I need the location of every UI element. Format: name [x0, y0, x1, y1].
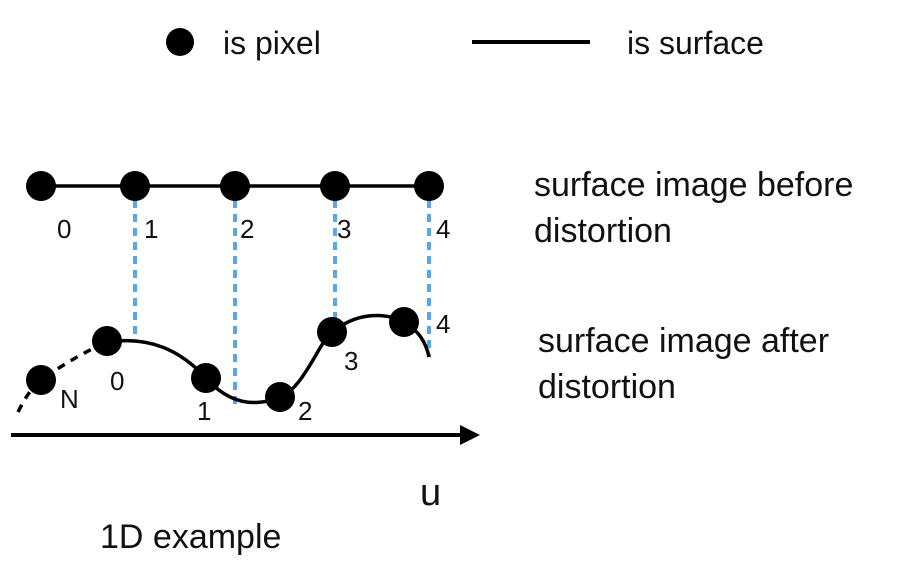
pixel-index-label: 0: [57, 214, 71, 244]
surface-after: N 0 1 2 3 4: [16, 307, 450, 426]
pixel-dot: [92, 326, 122, 356]
projection-lines: [133, 200, 431, 405]
pixel-index-label: 4: [436, 309, 450, 339]
surface-before: 0 1 2 3 4: [26, 171, 450, 244]
pixel-index-label: 4: [436, 214, 450, 244]
pixel-dot: [191, 363, 221, 393]
u-axis: u: [11, 425, 480, 514]
axis-label: u: [420, 472, 441, 514]
pixel-dot: [389, 307, 419, 337]
after-description-line2: distortion: [538, 368, 676, 406]
legend-surface-label: is surface: [627, 25, 764, 61]
before-description-line2: distortion: [534, 212, 672, 250]
after-description-line1: surface image after: [538, 322, 829, 360]
pixel-dot: [265, 382, 295, 412]
caption: 1D example: [100, 518, 281, 556]
pixel-index-label: 3: [344, 346, 358, 376]
pixel-index-label: 1: [144, 214, 158, 244]
surface-curve-dashed: [16, 340, 108, 413]
before-description-line1: surface image before: [534, 166, 853, 204]
pixel-dot: [120, 171, 150, 201]
legend: is pixel is surface: [166, 25, 764, 61]
pixel-dot: [317, 317, 347, 347]
legend-pixel-label: is pixel: [223, 25, 321, 61]
pixel-index-label: 2: [298, 396, 312, 426]
pixel-dot: [26, 171, 56, 201]
pixel-index-label: 1: [197, 396, 211, 426]
pixel-dot: [320, 171, 350, 201]
pixel-index-label: 2: [240, 214, 254, 244]
pixel-dot: [26, 365, 56, 395]
legend-pixel-icon: [166, 28, 194, 56]
pixel-dot: [220, 171, 250, 201]
pixel-index-label: 0: [110, 366, 124, 396]
descriptions: surface image before distortion surface …: [534, 166, 853, 406]
pixel-index-label: N: [60, 384, 79, 414]
pixel-dot: [414, 171, 444, 201]
arrow-head-icon: [460, 425, 480, 445]
pixel-index-label: 3: [337, 214, 351, 244]
